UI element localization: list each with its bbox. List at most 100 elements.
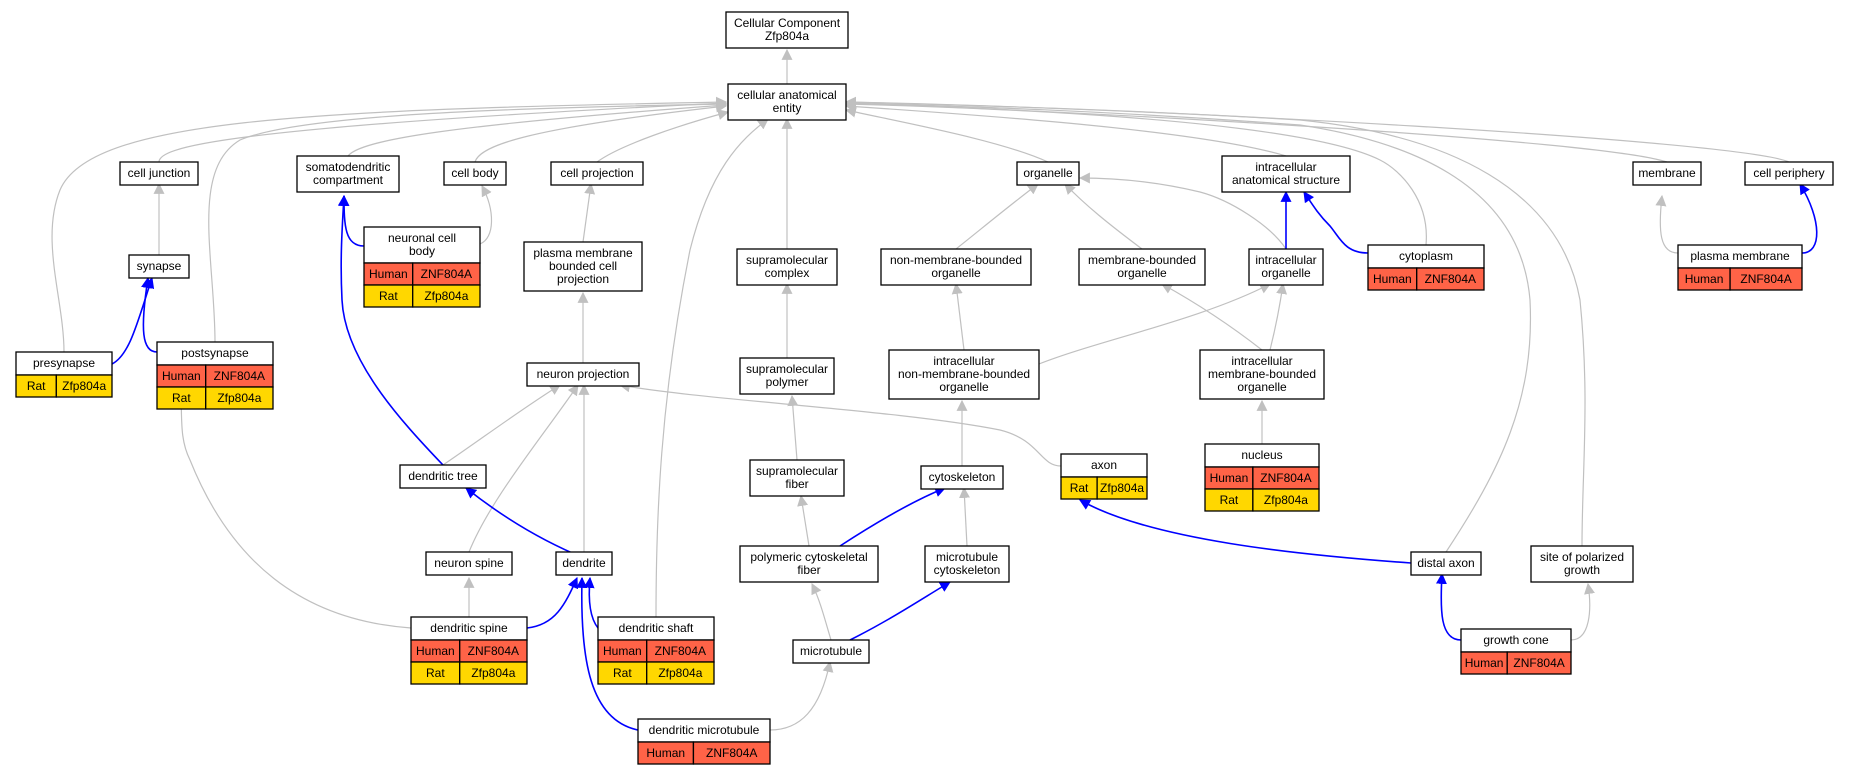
part-of-edge-daxon-to-axon <box>1079 499 1412 564</box>
node-membrane[interactable]: membrane <box>1632 161 1702 186</box>
node-box <box>1632 161 1702 186</box>
species-label: Rat <box>1070 481 1089 495</box>
node-synapse[interactable]: synapse <box>128 254 190 279</box>
node-label: neuron spine <box>434 556 504 570</box>
node-box <box>739 357 835 395</box>
node-label: somatodendritic <box>306 160 391 174</box>
node-label: organelle <box>1261 266 1311 280</box>
node-label: organelle <box>1117 266 1167 280</box>
node-nspine[interactable]: neuron spine <box>425 551 513 576</box>
node-box <box>399 464 487 489</box>
is-a-edge-axon-to-np <box>618 381 1062 467</box>
node-label: dendritic tree <box>408 469 478 483</box>
node-label: nucleus <box>1241 448 1282 462</box>
is-a-edge-inmbo-to-io <box>1038 283 1271 365</box>
node-dendrite[interactable]: dendrite <box>555 551 613 576</box>
gene-label: ZNF804A <box>421 267 472 281</box>
is-a-edge-mtc-to-cytoskeleton <box>959 486 971 547</box>
node-dtree[interactable]: dendritic tree <box>399 464 487 489</box>
node-label: anatomical structure <box>1232 173 1340 187</box>
node-label: compartment <box>313 173 384 187</box>
part-of-edge-dtree-to-somato <box>337 194 444 466</box>
node-label: plasma membrane <box>533 246 633 260</box>
node-label: body <box>409 244 435 258</box>
gene-label: ZNF804A <box>655 644 706 658</box>
node-label: supramolecular <box>746 253 828 267</box>
node-label: non-membrane-bounded <box>898 367 1030 381</box>
node-label: non-membrane-bounded <box>890 253 1022 267</box>
node-daxon[interactable]: distal axon <box>1410 551 1482 576</box>
node-mt[interactable]: microtubule <box>792 639 870 664</box>
is-a-edge-dmt-to-mt <box>769 660 834 731</box>
node-inmbo[interactable]: intracellularnon-membrane-boundedorganel… <box>888 349 1040 400</box>
node-label: dendritic shaft <box>619 621 694 635</box>
species-label: Rat <box>1220 493 1239 507</box>
node-box <box>920 465 1004 490</box>
gene-label: Zfp804a <box>658 666 702 680</box>
node-label: membrane-bounded <box>1088 253 1196 267</box>
gene-label: ZNF804A <box>1740 272 1791 286</box>
node-label: distal axon <box>1417 556 1474 570</box>
is-a-edge-imbo-to-mbo <box>1161 283 1263 351</box>
gene-cell <box>692 741 771 765</box>
node-label: dendrite <box>562 556 606 570</box>
node-np[interactable]: neuron projection <box>526 362 640 387</box>
node-box <box>1221 155 1351 193</box>
gene-cell <box>412 284 481 308</box>
gene-label: Zfp804a <box>1264 493 1308 507</box>
is-a-edge-dshaft-to-cae <box>655 118 769 618</box>
gene-cell <box>646 661 715 685</box>
node-label: cytoskeleton <box>929 470 996 484</box>
is-a-edge-mt-to-pcf <box>811 583 832 641</box>
gene-cell <box>459 661 528 685</box>
gene-label: ZNF804A <box>706 746 757 760</box>
node-label: site of polarized <box>1540 550 1624 564</box>
node-label: cell projection <box>560 166 633 180</box>
node-box <box>425 551 513 576</box>
node-label: organelle <box>1023 166 1073 180</box>
node-organelle[interactable]: organelle <box>1016 161 1080 186</box>
node-box <box>727 83 847 121</box>
node-cell_junction[interactable]: cell junction <box>119 161 199 186</box>
species-label: Human <box>416 644 455 658</box>
part-of-edge-pm-to-cell_periphery <box>1799 183 1818 254</box>
node-box <box>725 11 849 49</box>
node-cell_body[interactable]: cell body <box>443 161 507 186</box>
node-cell_periphery[interactable]: cell periphery <box>1744 161 1834 186</box>
node-label: fiber <box>785 477 808 491</box>
species-label: Rat <box>27 379 46 393</box>
node-label: intracellular <box>933 354 994 368</box>
node-label: Cellular Component <box>734 16 841 30</box>
node-cell_projection[interactable]: cell projection <box>550 161 644 186</box>
gene-label: ZNF804A <box>1425 272 1476 286</box>
node-cytoskeleton[interactable]: cytoskeleton <box>920 465 1004 490</box>
is-a-edge-dtree-to-np <box>442 384 561 466</box>
node-box <box>1248 248 1324 286</box>
